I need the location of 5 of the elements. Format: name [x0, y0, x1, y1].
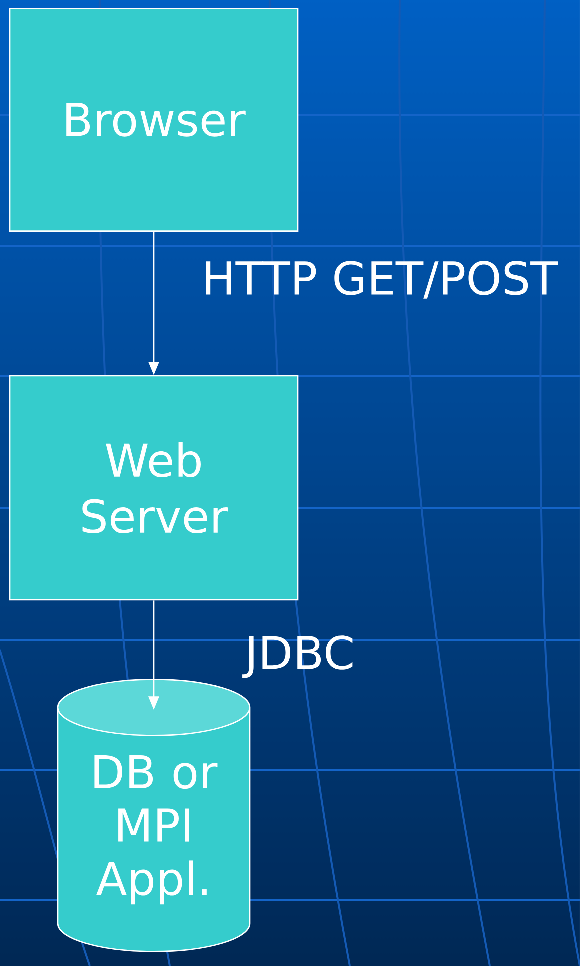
edge-label: HTTP GET/POST: [206, 261, 558, 299]
process-box: Web Server: [9, 375, 299, 601]
edge-label: JDBC: [242, 636, 353, 678]
process-box: Browser: [9, 8, 299, 232]
database-cylinder: DB or MPI Appl.: [57, 679, 251, 952]
